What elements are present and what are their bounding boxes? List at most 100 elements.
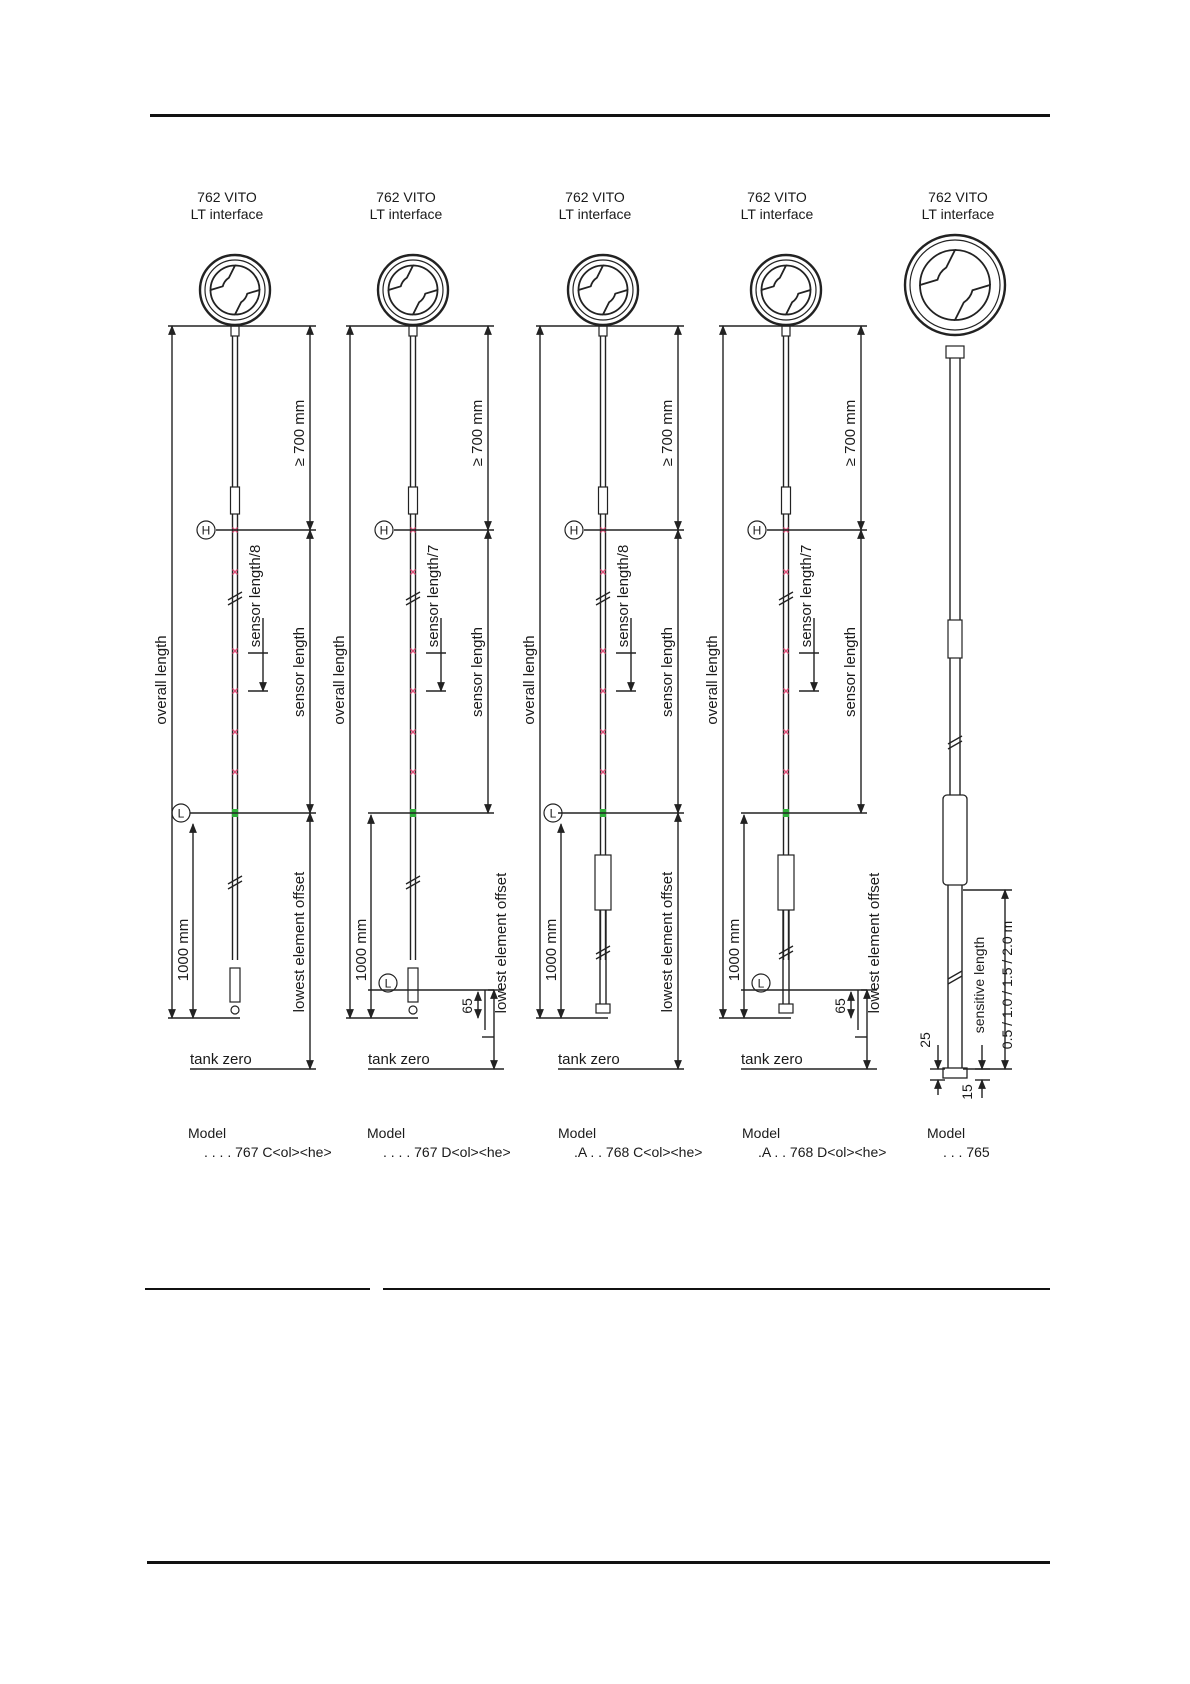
- sensor-element-marker: [600, 688, 606, 694]
- model-caption-1: Model . . . . 767 C<ol><he>: [188, 1124, 332, 1162]
- housing-arc: [760, 289, 787, 316]
- sensitive-options-label: 0.5 / 1.0 / 1.5 / 2.0 m: [999, 921, 1015, 1049]
- housing-window-left: [577, 264, 605, 292]
- housing-window-right: [233, 288, 261, 316]
- dim-65-label: 65: [832, 998, 848, 1014]
- probe-title: 762 VITO: [747, 189, 807, 205]
- overall-length-label: overall length: [331, 635, 348, 724]
- marker-l: L: [378, 973, 398, 993]
- model-label: Model: [742, 1125, 781, 1141]
- sensor-division-label: sensor length/7: [425, 545, 442, 648]
- housing-window-right: [601, 288, 629, 316]
- stem-break-mark: [227, 875, 243, 890]
- probe-tip: [407, 967, 419, 1003]
- probe-title: 762 VITO: [928, 189, 988, 205]
- sensor-element-marker: [410, 729, 416, 735]
- min-length-label: ≥ 700 mm: [469, 400, 486, 467]
- footnote-rule-short: [145, 1288, 370, 1290]
- marker-letter: L: [758, 977, 765, 991]
- dim-15-label: 15: [959, 1084, 975, 1100]
- sensor-element-marker: [783, 688, 789, 694]
- stem-break-mark: [778, 945, 794, 960]
- tank-zero-label: tank zero: [558, 1051, 620, 1068]
- sensor-housing: [942, 794, 968, 886]
- housing-neck: [598, 325, 608, 337]
- probe-foot: [778, 1003, 794, 1014]
- housing-arc: [387, 289, 414, 316]
- sensor-element-marker: [410, 688, 416, 694]
- probe-subtitle: LT interface: [370, 206, 443, 222]
- housing-inner-ring: [204, 259, 266, 321]
- sensor-element-marker: [232, 569, 238, 575]
- overall-length-label: overall length: [521, 635, 538, 724]
- tank-zero-label: tank zero: [741, 1051, 803, 1068]
- housing-window-left: [760, 264, 788, 292]
- tank-zero-label: tank zero: [190, 1051, 252, 1068]
- marker-letter: L: [550, 807, 557, 821]
- distance-1000-label: 1000 mm: [175, 919, 192, 982]
- probe-title: 762 VITO: [376, 189, 436, 205]
- model-label: Model: [927, 1125, 966, 1141]
- sensor-element-marker: [410, 648, 416, 654]
- stem-coupling: [597, 486, 609, 515]
- stem-break-mark: [405, 875, 421, 890]
- transmitter-housing: [566, 253, 640, 327]
- housing-neck: [230, 325, 240, 337]
- marker-circle: [564, 520, 584, 540]
- model-code: .A . . 768 C<ol><he>: [574, 1144, 703, 1160]
- sensor-element-marker: [410, 569, 416, 575]
- distance-1000-label: 1000 mm: [543, 919, 560, 982]
- dim-25-label: 25: [917, 1032, 933, 1048]
- housing-inner-ring: [909, 239, 1001, 331]
- housing-arc: [954, 249, 991, 286]
- sensor-element-marker: [600, 648, 606, 654]
- marker-l: L: [751, 973, 771, 993]
- marker-letter: H: [202, 524, 211, 538]
- probe-tip: [229, 967, 241, 1003]
- housing-inner-ring: [755, 259, 817, 321]
- housing-window-right: [411, 288, 439, 316]
- housing-arc: [785, 264, 812, 291]
- sensor-element-marker: [783, 569, 789, 575]
- model-code: . . . 765: [943, 1144, 990, 1160]
- sensor-element-marker: [232, 688, 238, 694]
- stem-coupling: [407, 486, 419, 515]
- model-caption-2: Model . . . . 767 D<ol><he>: [367, 1124, 511, 1162]
- lowest-element-offset-label: lowest element offset: [291, 871, 308, 1012]
- sensor-division-label: sensor length/7: [798, 545, 815, 648]
- lowest-element-offset-label: lowest element offset: [493, 872, 510, 1013]
- min-length-label: ≥ 700 mm: [291, 400, 308, 467]
- transmitter-housing: [749, 253, 823, 327]
- footer-rule: [147, 1561, 1050, 1564]
- housing-neck: [781, 325, 791, 337]
- probe-subtitle: LT interface: [191, 206, 264, 222]
- marker-letter: L: [178, 807, 185, 821]
- distance-1000-label: 1000 mm: [353, 919, 370, 982]
- sensor-element-marker: [783, 769, 789, 775]
- footnote-rule-long: [383, 1288, 1050, 1290]
- sensor-element-marker: [783, 648, 789, 654]
- housing-inner-ring: [382, 259, 444, 321]
- probe-foot: [595, 1003, 611, 1014]
- sensor-element-marker: [600, 769, 606, 775]
- transmitter-housing: [198, 253, 272, 327]
- housing-neck: [408, 325, 418, 337]
- distance-1000-label: 1000 mm: [726, 919, 743, 982]
- marker-circle: [378, 973, 398, 993]
- sensor-element-marker: [600, 729, 606, 735]
- probe-sensor-body: [777, 854, 795, 911]
- sensor-length-label: sensor length: [291, 627, 308, 717]
- stem-break-mark: [778, 591, 794, 606]
- model-caption-5: Model . . . 765: [927, 1124, 990, 1162]
- header-rule: [150, 114, 1050, 117]
- sensor-division-label: sensor length/8: [615, 545, 632, 648]
- model-code: .A . . 768 D<ol><he>: [758, 1144, 887, 1160]
- probe-title: 762 VITO: [565, 189, 625, 205]
- marker-letter: L: [385, 977, 392, 991]
- housing-window-right: [953, 283, 991, 321]
- stem-coupling: [229, 486, 241, 515]
- marker-circle: [374, 520, 394, 540]
